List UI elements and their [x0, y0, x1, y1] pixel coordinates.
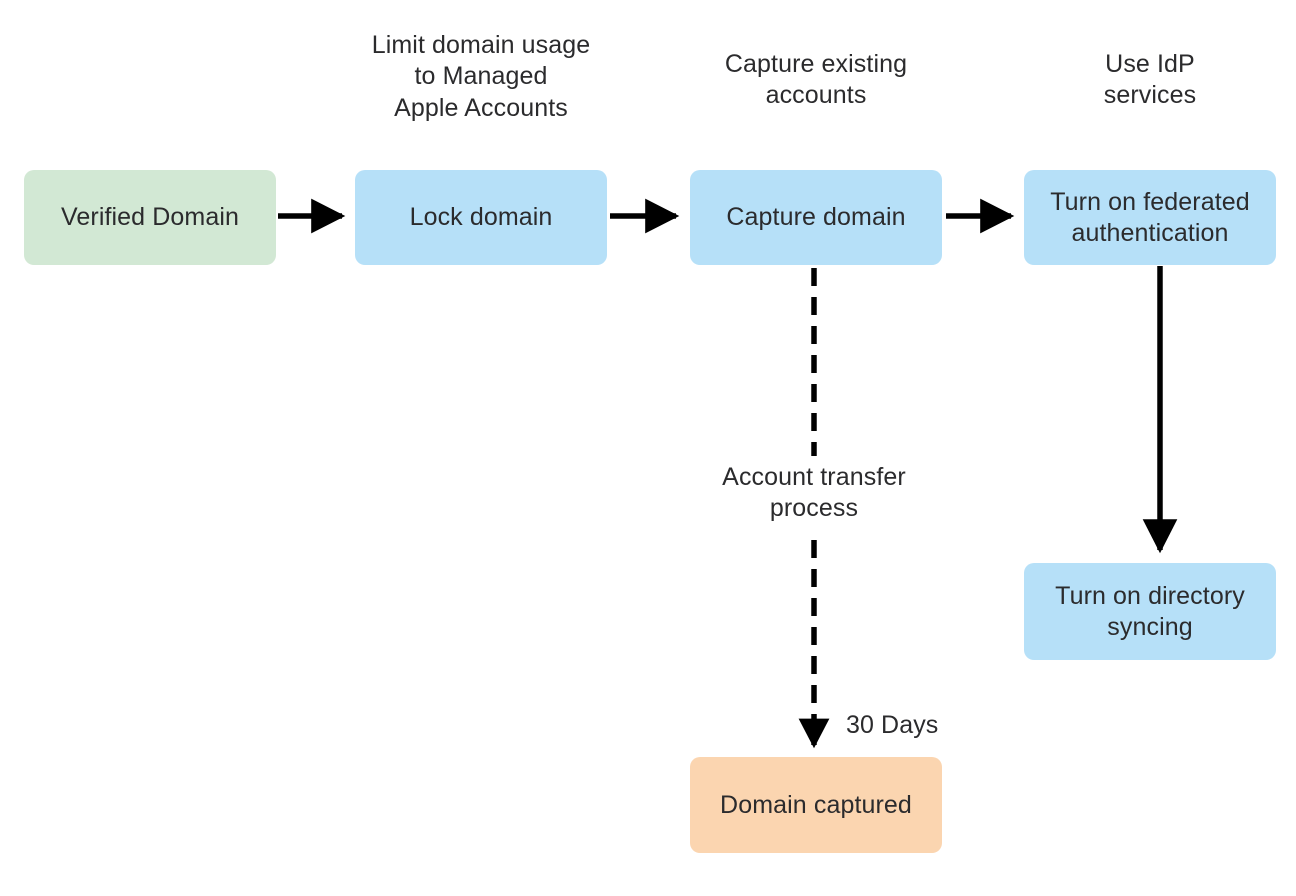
node-turn-on-federated-authentication-label: Turn on federated authentication	[1050, 188, 1250, 247]
node-turn-on-federated-authentication[interactable]: Turn on federated authentication	[1024, 170, 1276, 265]
edge-label-account-transfer-process: Account transfer process	[688, 462, 940, 525]
node-domain-captured[interactable]: Domain captured	[690, 757, 942, 853]
caption-capture-existing-accounts: Capture existing accounts	[724, 50, 908, 110]
node-capture-domain[interactable]: Capture domain	[690, 170, 942, 265]
node-capture-domain-label: Capture domain	[726, 203, 906, 232]
node-verified-domain-label: Verified Domain	[61, 203, 239, 232]
node-turn-on-directory-syncing-label: Turn on directory syncing	[1055, 582, 1245, 641]
node-turn-on-directory-syncing[interactable]: Turn on directory syncing	[1024, 563, 1276, 660]
caption-limit-domain-usage: Limit domain usage to Managed Apple Acco…	[371, 31, 591, 122]
node-lock-domain[interactable]: Lock domain	[355, 170, 607, 265]
node-domain-captured-label: Domain captured	[720, 790, 912, 819]
caption-use-idp-services: Use IdP services	[1103, 50, 1197, 110]
node-verified-domain[interactable]: Verified Domain	[24, 170, 276, 265]
edge-label-30-days: 30 Days	[846, 711, 939, 739]
node-lock-domain-label: Lock domain	[409, 203, 553, 232]
